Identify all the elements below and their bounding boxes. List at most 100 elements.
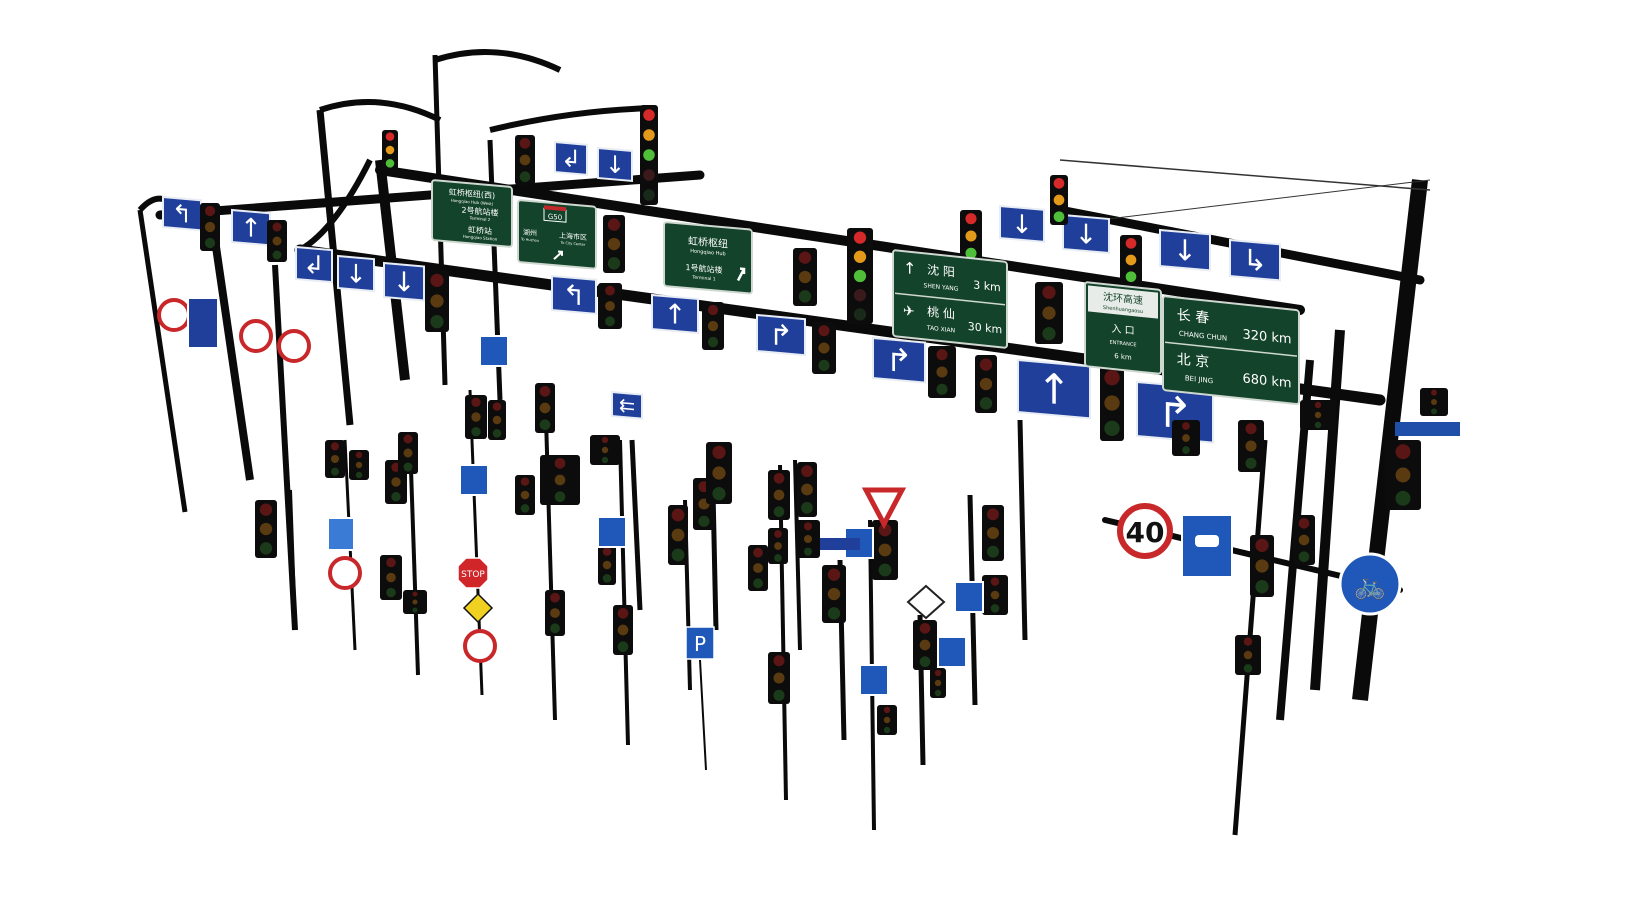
traffic-light [768,470,790,520]
traffic-light [598,283,622,329]
signal-lamp [753,563,763,573]
pedestrian-crossing-sign [459,464,489,496]
cable [1099,179,1431,221]
signal-lamp [979,397,993,410]
lane-direction-sign: ↑ [651,293,699,335]
street-name-sign [820,538,860,550]
signal-lamp [1243,637,1253,646]
traffic-light [872,520,898,580]
signal-lamp [883,716,891,724]
sign-text: 2号航站楼 [461,205,498,218]
signal-lamp [492,415,502,425]
route-number: G50 [548,212,562,222]
signal-lamp [412,599,418,605]
pole [699,659,707,771]
traffic-light [982,505,1004,561]
signal-lamp [1298,551,1310,563]
signal-lamp [798,270,812,284]
traffic-light [515,475,535,515]
signal-lamp [471,412,481,422]
signal-lamp [539,386,551,397]
traffic-light [668,505,688,565]
lane-direction-sign: ↓ [597,146,633,183]
signal-lamp [1431,408,1437,415]
traffic-light [1250,535,1274,597]
stop-sign: STOP [457,557,489,589]
signal-lamp [883,706,891,714]
street-lamp-arm [434,49,562,73]
signal-lamp [1104,420,1120,437]
arrow-icon: ↓ [1011,209,1032,241]
signal-lamp [386,557,396,568]
signal-lamp [853,289,867,302]
signal-lamp [554,491,566,502]
signal-lamp [1053,178,1065,189]
lane-direction-sign: ↓ [1159,228,1211,272]
pole [778,464,788,801]
arrow-icon [736,267,746,282]
lane-direction-sign: ↑ [1017,358,1091,420]
sign-text: 桃 仙 [927,304,955,322]
pole [1017,419,1028,641]
signal-lamp [1125,238,1137,249]
traffic-light [930,668,946,698]
signal-lamp [355,461,363,469]
signal-lamp [1243,664,1253,673]
traffic-light [200,203,220,251]
prohibition-sign [277,329,311,363]
traffic-light [267,220,287,262]
signal-lamp [520,504,530,513]
signal-lamp [412,591,418,597]
lane-direction-sign: ↳ [1229,238,1281,282]
signal-lamp [1042,306,1056,320]
signal-lamp [878,563,892,577]
bicycle-icon: 🚲 [1354,571,1386,601]
guide-sign-changchun: 长 春 CHANG CHUN 320 km 北 京 BEI JING 680 k… [1162,295,1300,406]
traffic-light [545,590,565,636]
signal-lamp [801,465,813,478]
signal-lamp [403,448,413,458]
traffic-light [982,575,1008,615]
traffic-light [398,432,418,474]
lane-direction-sign: ↱ [872,336,926,384]
signal-lamp [827,607,841,620]
signal-lamp [550,592,560,603]
signal-lamp [204,205,216,217]
signal-lamp [1255,538,1269,552]
signal-lamp [671,528,685,542]
traffic-light [425,270,449,332]
traffic-light [1235,635,1261,675]
signal-lamp [803,534,813,544]
prohibition-sign [463,629,497,663]
signal-lamp [1104,395,1120,411]
gantry-beam [375,165,1305,315]
traffic-light [590,435,620,465]
bicycle-lane-sign: 🚲 [1338,552,1402,616]
sign-distance: 3 km [973,278,1001,294]
sign-distance: 6 km [1114,351,1132,362]
pedestrian-crossing-sign [859,664,889,696]
traffic-light [380,555,402,600]
signal-lamp [934,679,942,687]
signal-lamp [605,301,615,311]
traffic-light [403,590,427,614]
signal-lamp [403,434,413,444]
pedestrian-warning-sign [462,592,494,624]
signal-lamp [712,487,726,501]
signal-lamp [1042,327,1056,341]
signal-lamp [1395,490,1411,506]
signal-lamp [798,290,812,303]
signal-lamp [1255,559,1269,573]
street-lamp-arm [298,158,373,253]
sign-text: To Huzhou [520,237,539,243]
traffic-light [1420,388,1448,416]
signal-lamp [386,587,396,598]
signal-lamp [1245,440,1257,452]
cable [1059,159,1431,191]
signal-lamp [617,641,629,653]
traffic-light [382,130,398,170]
traffic-light [1100,365,1124,441]
traffic-light [768,528,788,564]
signal-lamp [878,523,892,537]
traffic-light [975,355,997,413]
